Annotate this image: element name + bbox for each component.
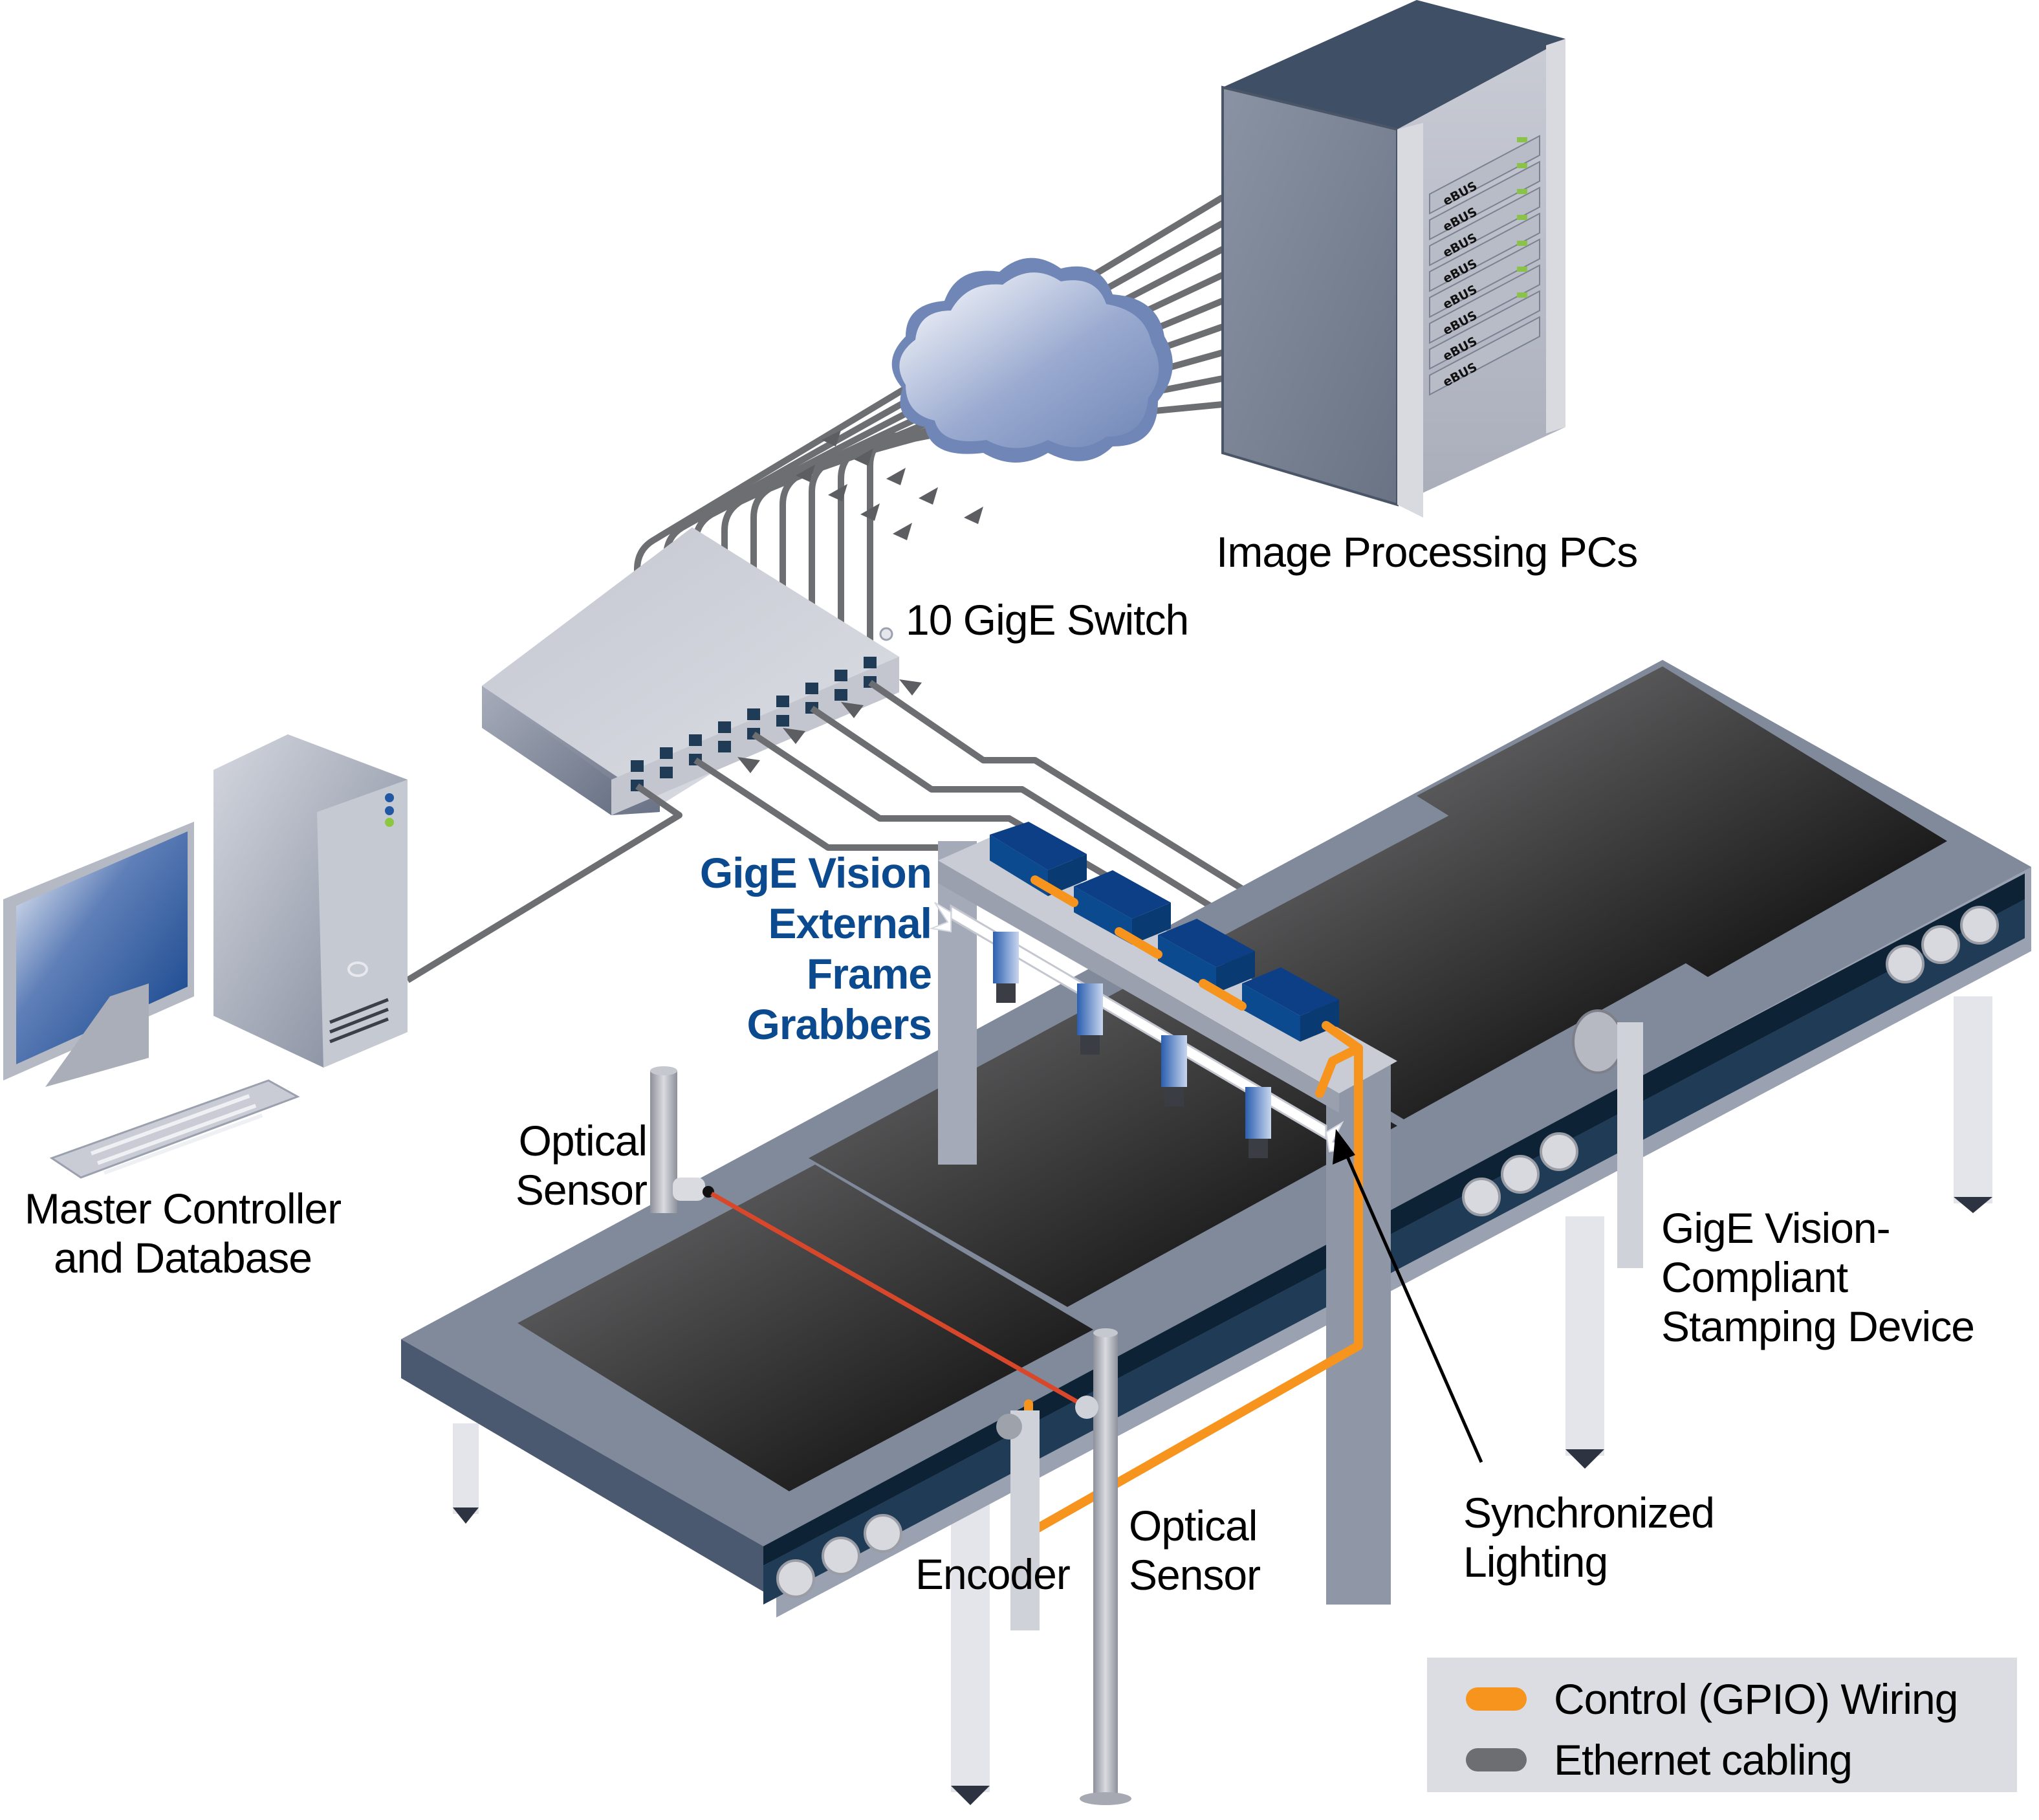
optical-sensor-left-label-line1: Optical [518, 1117, 648, 1165]
image-processing-pcs-label: Image Processing PCs [1216, 528, 1638, 576]
optical-sensor-left-label-line2: Sensor [515, 1166, 648, 1214]
camera [993, 932, 1019, 1003]
arrow-icon [796, 465, 815, 482]
rack-units: eBUS eBUS eBUS eBUS eBUS eBUS eBUS eBUS [1429, 135, 1540, 396]
laser-beam [710, 1191, 1088, 1410]
arrow-icon [899, 679, 922, 696]
legend-label: Control (GPIO) Wiring [1554, 1675, 1958, 1723]
frame-grabbers-label: GigE Vision External Frame Grabbers [647, 848, 932, 1049]
stamping-device-label: GigE Vision- Compliant Stamping Device [1661, 1203, 1975, 1351]
product-plate [1417, 666, 1947, 977]
legend-item-ethernet: Ethernet cabling [1466, 1734, 1853, 1786]
frame-grabber [1242, 967, 1339, 1042]
optical-sensor-right-label-line2: Sensor [1129, 1551, 1261, 1599]
optical-sensor-right [1075, 1328, 1131, 1805]
master-controller-pc [3, 734, 408, 1179]
legend-item-gpio: Control (GPIO) Wiring [1466, 1673, 1958, 1725]
conveyor-leg [1954, 996, 1992, 1213]
ethernet-cable [406, 783, 682, 983]
ethernet-cable [721, 272, 1225, 731]
conveyor-leg [1565, 1216, 1604, 1469]
server-rack: eBUS eBUS eBUS eBUS eBUS eBUS eBUS eBUS [1221, 0, 1565, 518]
network-switch [482, 527, 899, 815]
frame-grabber [1158, 919, 1255, 993]
frame-grabbers-label-line2: External [768, 899, 932, 947]
rollers [776, 906, 1999, 1598]
master-controller-label: Master Controller and Database [0, 1184, 365, 1282]
synchronized-lighting-label: Synchronized Lighting [1463, 1488, 1715, 1586]
optical-sensor-left [650, 1066, 714, 1213]
master-controller-label-line1: Master Controller [24, 1185, 342, 1233]
rack-unit: eBUS [1429, 135, 1540, 215]
rack-unit: eBUS [1429, 238, 1540, 318]
product-plate [518, 1165, 1093, 1491]
ethernet-swatch-icon [1466, 1748, 1527, 1771]
rack-unit: eBUS [1429, 160, 1540, 241]
optical-sensor-right-label: Optical Sensor [1129, 1501, 1261, 1599]
arrow-icon [854, 448, 873, 466]
camera [1077, 983, 1103, 1055]
conveyor-leg [453, 1423, 479, 1524]
camera [1245, 1087, 1271, 1158]
keyboard [49, 1079, 300, 1179]
arrow-icon [783, 728, 805, 744]
ethernet-cable [809, 349, 1224, 692]
master-controller-label-line2: and Database [54, 1234, 312, 1282]
camera-gantry [929, 822, 1397, 1605]
lighting-callout-line [1340, 1144, 1483, 1464]
ethernet-cable [867, 401, 1223, 666]
ethernet-cable [838, 375, 1223, 679]
stamping-device [1617, 1022, 1643, 1268]
switch-label: 10 GigE Switch [906, 596, 1189, 644]
ethernet-cable [750, 298, 1224, 718]
conveyor-leg [951, 1488, 990, 1805]
synchronized-lighting-label-line1: Synchronized [1463, 1489, 1715, 1537]
legend: Control (GPIO) Wiring Ethernet cabling [1427, 1658, 2017, 1792]
stamping-device-label-line3: Stamping Device [1661, 1302, 1975, 1350]
encoder-label: Encoder [915, 1550, 1071, 1598]
arrow-icon [893, 523, 912, 540]
arrow-icon [964, 507, 983, 524]
optical-sensor-right-label-line1: Optical [1129, 1502, 1258, 1550]
optical-sensor-left-label: Optical Sensor [479, 1116, 648, 1214]
encoder [996, 1410, 1040, 1630]
arrow-icon [886, 468, 906, 485]
frame-grabbers-label-line3: Frame [806, 950, 932, 998]
encoder-wheel [1572, 1009, 1624, 1074]
arrow-icon [1333, 1129, 1355, 1165]
arrow-icon [737, 757, 760, 773]
arrow-icon [860, 503, 880, 521]
gpio-swatch-icon [1466, 1687, 1527, 1711]
frame-grabbers-label-line4: Grabbers [747, 1000, 932, 1048]
arrow-icon [828, 484, 847, 501]
camera [1161, 1035, 1187, 1106]
synchronized-lighting-label-line2: Lighting [1463, 1538, 1608, 1586]
arrow-icon [822, 430, 841, 446]
downlink-arrows [737, 679, 922, 773]
stamping-device-label-line2: Compliant [1661, 1253, 1848, 1301]
legend-label: Ethernet cabling [1554, 1736, 1853, 1784]
arrow-icon [919, 487, 938, 505]
network-cloud [891, 258, 1173, 463]
stamping-device-label-line1: GigE Vision- [1661, 1204, 1891, 1252]
frame-grabbers-label-line1: GigE Vision [699, 849, 932, 897]
cable-direction-arrows [796, 430, 983, 540]
arrow-icon [841, 702, 864, 718]
